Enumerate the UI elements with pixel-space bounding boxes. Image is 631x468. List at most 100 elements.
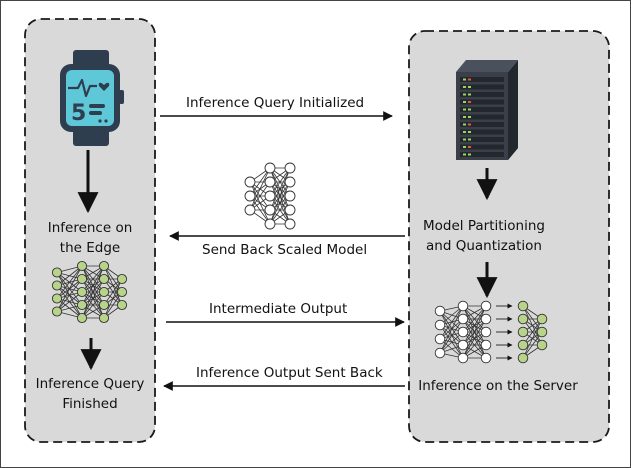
network-node xyxy=(244,176,256,188)
server-slot xyxy=(460,99,504,105)
network-node xyxy=(76,312,88,324)
server-slot xyxy=(460,92,504,97)
label-partitioning-line2: and Quantization xyxy=(426,238,542,254)
label-intermediate-output: Intermediate Output xyxy=(209,301,347,317)
server-slot-light xyxy=(463,138,466,141)
network-node xyxy=(480,313,492,325)
server-slot-light xyxy=(468,146,471,148)
scaled-model-network-icon xyxy=(244,162,296,230)
network-edge xyxy=(103,278,123,306)
network-node xyxy=(264,162,276,174)
network-node xyxy=(264,204,276,216)
server-rack-icon xyxy=(456,60,518,160)
network-edge xyxy=(249,167,271,211)
server-slot-light xyxy=(463,86,466,88)
network-node xyxy=(517,313,529,325)
network-node xyxy=(244,190,256,202)
network-node xyxy=(536,326,548,338)
network-node xyxy=(457,313,469,325)
server-slot xyxy=(460,144,504,150)
label-query-finished-line2: Finished xyxy=(62,396,117,412)
watch-display-number: 5 xyxy=(71,101,86,126)
server-slot xyxy=(460,137,504,142)
network-node xyxy=(284,218,296,230)
server-slot xyxy=(460,84,504,90)
server-slot-light xyxy=(463,116,466,118)
server-slot-light xyxy=(463,153,466,156)
network-node xyxy=(536,339,548,351)
network-node xyxy=(116,286,128,298)
network-node xyxy=(51,293,63,304)
network-edge xyxy=(462,318,487,359)
network-node xyxy=(434,347,446,359)
network-node xyxy=(244,204,256,216)
network-edge xyxy=(462,305,487,333)
network-edge xyxy=(56,265,83,312)
server-slot-light xyxy=(463,131,466,133)
server-slot-light xyxy=(463,123,466,126)
server-slot-light xyxy=(468,108,471,111)
network-node xyxy=(480,339,492,351)
network-edge xyxy=(462,305,487,346)
network-node xyxy=(457,352,469,364)
network-edge xyxy=(439,305,464,340)
network-edge xyxy=(103,278,123,319)
network-edge xyxy=(81,265,105,293)
network-node xyxy=(284,176,296,188)
network-node xyxy=(98,260,110,272)
server-slot xyxy=(460,129,504,135)
network-node xyxy=(51,280,63,291)
network-node xyxy=(76,273,88,285)
network-node xyxy=(284,162,296,174)
network-edge xyxy=(269,181,291,225)
label-partitioning-line1: Model Partitioning xyxy=(423,218,545,234)
label-inference-on-server: Inference on the Server xyxy=(418,378,578,394)
network-edge xyxy=(103,291,123,319)
network-edge xyxy=(522,331,543,359)
network-edge xyxy=(462,331,487,359)
network-edge xyxy=(269,167,291,211)
label-send-back-model: Send Back Scaled Model xyxy=(202,242,367,258)
server-slot-light xyxy=(463,101,466,103)
server-slot-light xyxy=(463,146,466,148)
server-slot-light xyxy=(468,138,471,141)
network-node xyxy=(536,313,548,325)
network-edge xyxy=(56,265,83,299)
network-node xyxy=(98,286,110,298)
network-node xyxy=(76,299,88,311)
network-edge xyxy=(522,318,543,346)
network-edge xyxy=(269,195,291,225)
network-edge xyxy=(81,291,105,319)
smartwatch-icon: 5 xyxy=(60,50,124,146)
server-slot-light xyxy=(468,101,471,103)
edge-device-panel xyxy=(24,18,156,443)
server-slot-light xyxy=(468,153,471,156)
network-node xyxy=(76,286,88,298)
label-query-initialized: Inference Query Initialized xyxy=(186,95,364,111)
network-node xyxy=(51,306,63,317)
network-node xyxy=(98,273,110,285)
network-edge xyxy=(269,167,291,197)
network-node xyxy=(457,339,469,351)
network-node xyxy=(284,190,296,202)
network-node xyxy=(434,305,446,317)
network-node xyxy=(98,299,110,311)
network-edge xyxy=(522,318,543,359)
network-node xyxy=(51,267,63,278)
server-slot-light xyxy=(468,93,471,96)
server-slot-light xyxy=(468,131,471,133)
network-edge xyxy=(81,265,105,306)
network-edge xyxy=(56,265,83,286)
network-node xyxy=(434,319,446,331)
network-edge xyxy=(56,291,83,312)
network-edge xyxy=(439,318,464,354)
network-node xyxy=(264,176,276,188)
network-edge xyxy=(56,278,83,312)
network-node xyxy=(517,300,529,312)
server-slot xyxy=(460,77,504,82)
label-query-finished-line1: Inference Query xyxy=(36,376,145,392)
server-slot xyxy=(460,107,504,112)
server-model-network-icon xyxy=(434,300,548,364)
network-node xyxy=(264,218,276,230)
network-edge xyxy=(249,167,271,197)
